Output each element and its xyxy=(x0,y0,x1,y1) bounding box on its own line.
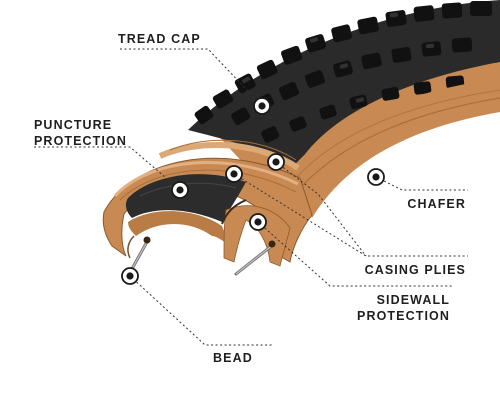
marker-puncture-protection xyxy=(171,181,189,199)
label-chafer: CHAFER xyxy=(390,196,466,212)
marker-sidewall-protection xyxy=(249,213,267,231)
label-casing-plies: CASING PLIES xyxy=(330,262,466,278)
marker-casing-plies-a xyxy=(225,165,243,183)
label-tread-cap: TREAD CAP xyxy=(118,31,201,47)
tire-sidewall-band xyxy=(290,78,500,218)
marker-bead xyxy=(121,267,139,285)
label-puncture-line1: PUNCTURE xyxy=(34,118,113,132)
puncture-protection-layer xyxy=(125,174,246,222)
label-sidewall-protection: SIDEWALL PROTECTION xyxy=(330,292,450,324)
tread-knobs xyxy=(194,1,492,143)
label-sidewall-line1: SIDEWALL xyxy=(376,293,450,307)
label-bead: BEAD xyxy=(213,350,253,366)
leader-lines xyxy=(34,48,468,346)
marker-dots xyxy=(121,97,385,285)
label-puncture-line2: PROTECTION xyxy=(34,134,127,148)
marker-tread-cap xyxy=(253,97,271,115)
tread-knob-highlights xyxy=(241,12,435,103)
label-puncture-protection: PUNCTURE PROTECTION xyxy=(34,117,127,149)
label-tread-cap-text: TREAD CAP xyxy=(118,32,201,46)
casing-inner-cavity xyxy=(128,211,230,246)
label-sidewall-line2: PROTECTION xyxy=(357,309,450,323)
bead-wires xyxy=(126,238,276,278)
marker-casing-plies-b xyxy=(267,153,285,171)
casing-inner-right xyxy=(223,205,291,267)
label-casing-plies-text: CASING PLIES xyxy=(364,263,466,277)
marker-chafer xyxy=(367,168,385,186)
tread-cap xyxy=(188,0,500,170)
label-bead-text: BEAD xyxy=(213,351,253,365)
label-chafer-text: CHAFER xyxy=(407,197,466,211)
